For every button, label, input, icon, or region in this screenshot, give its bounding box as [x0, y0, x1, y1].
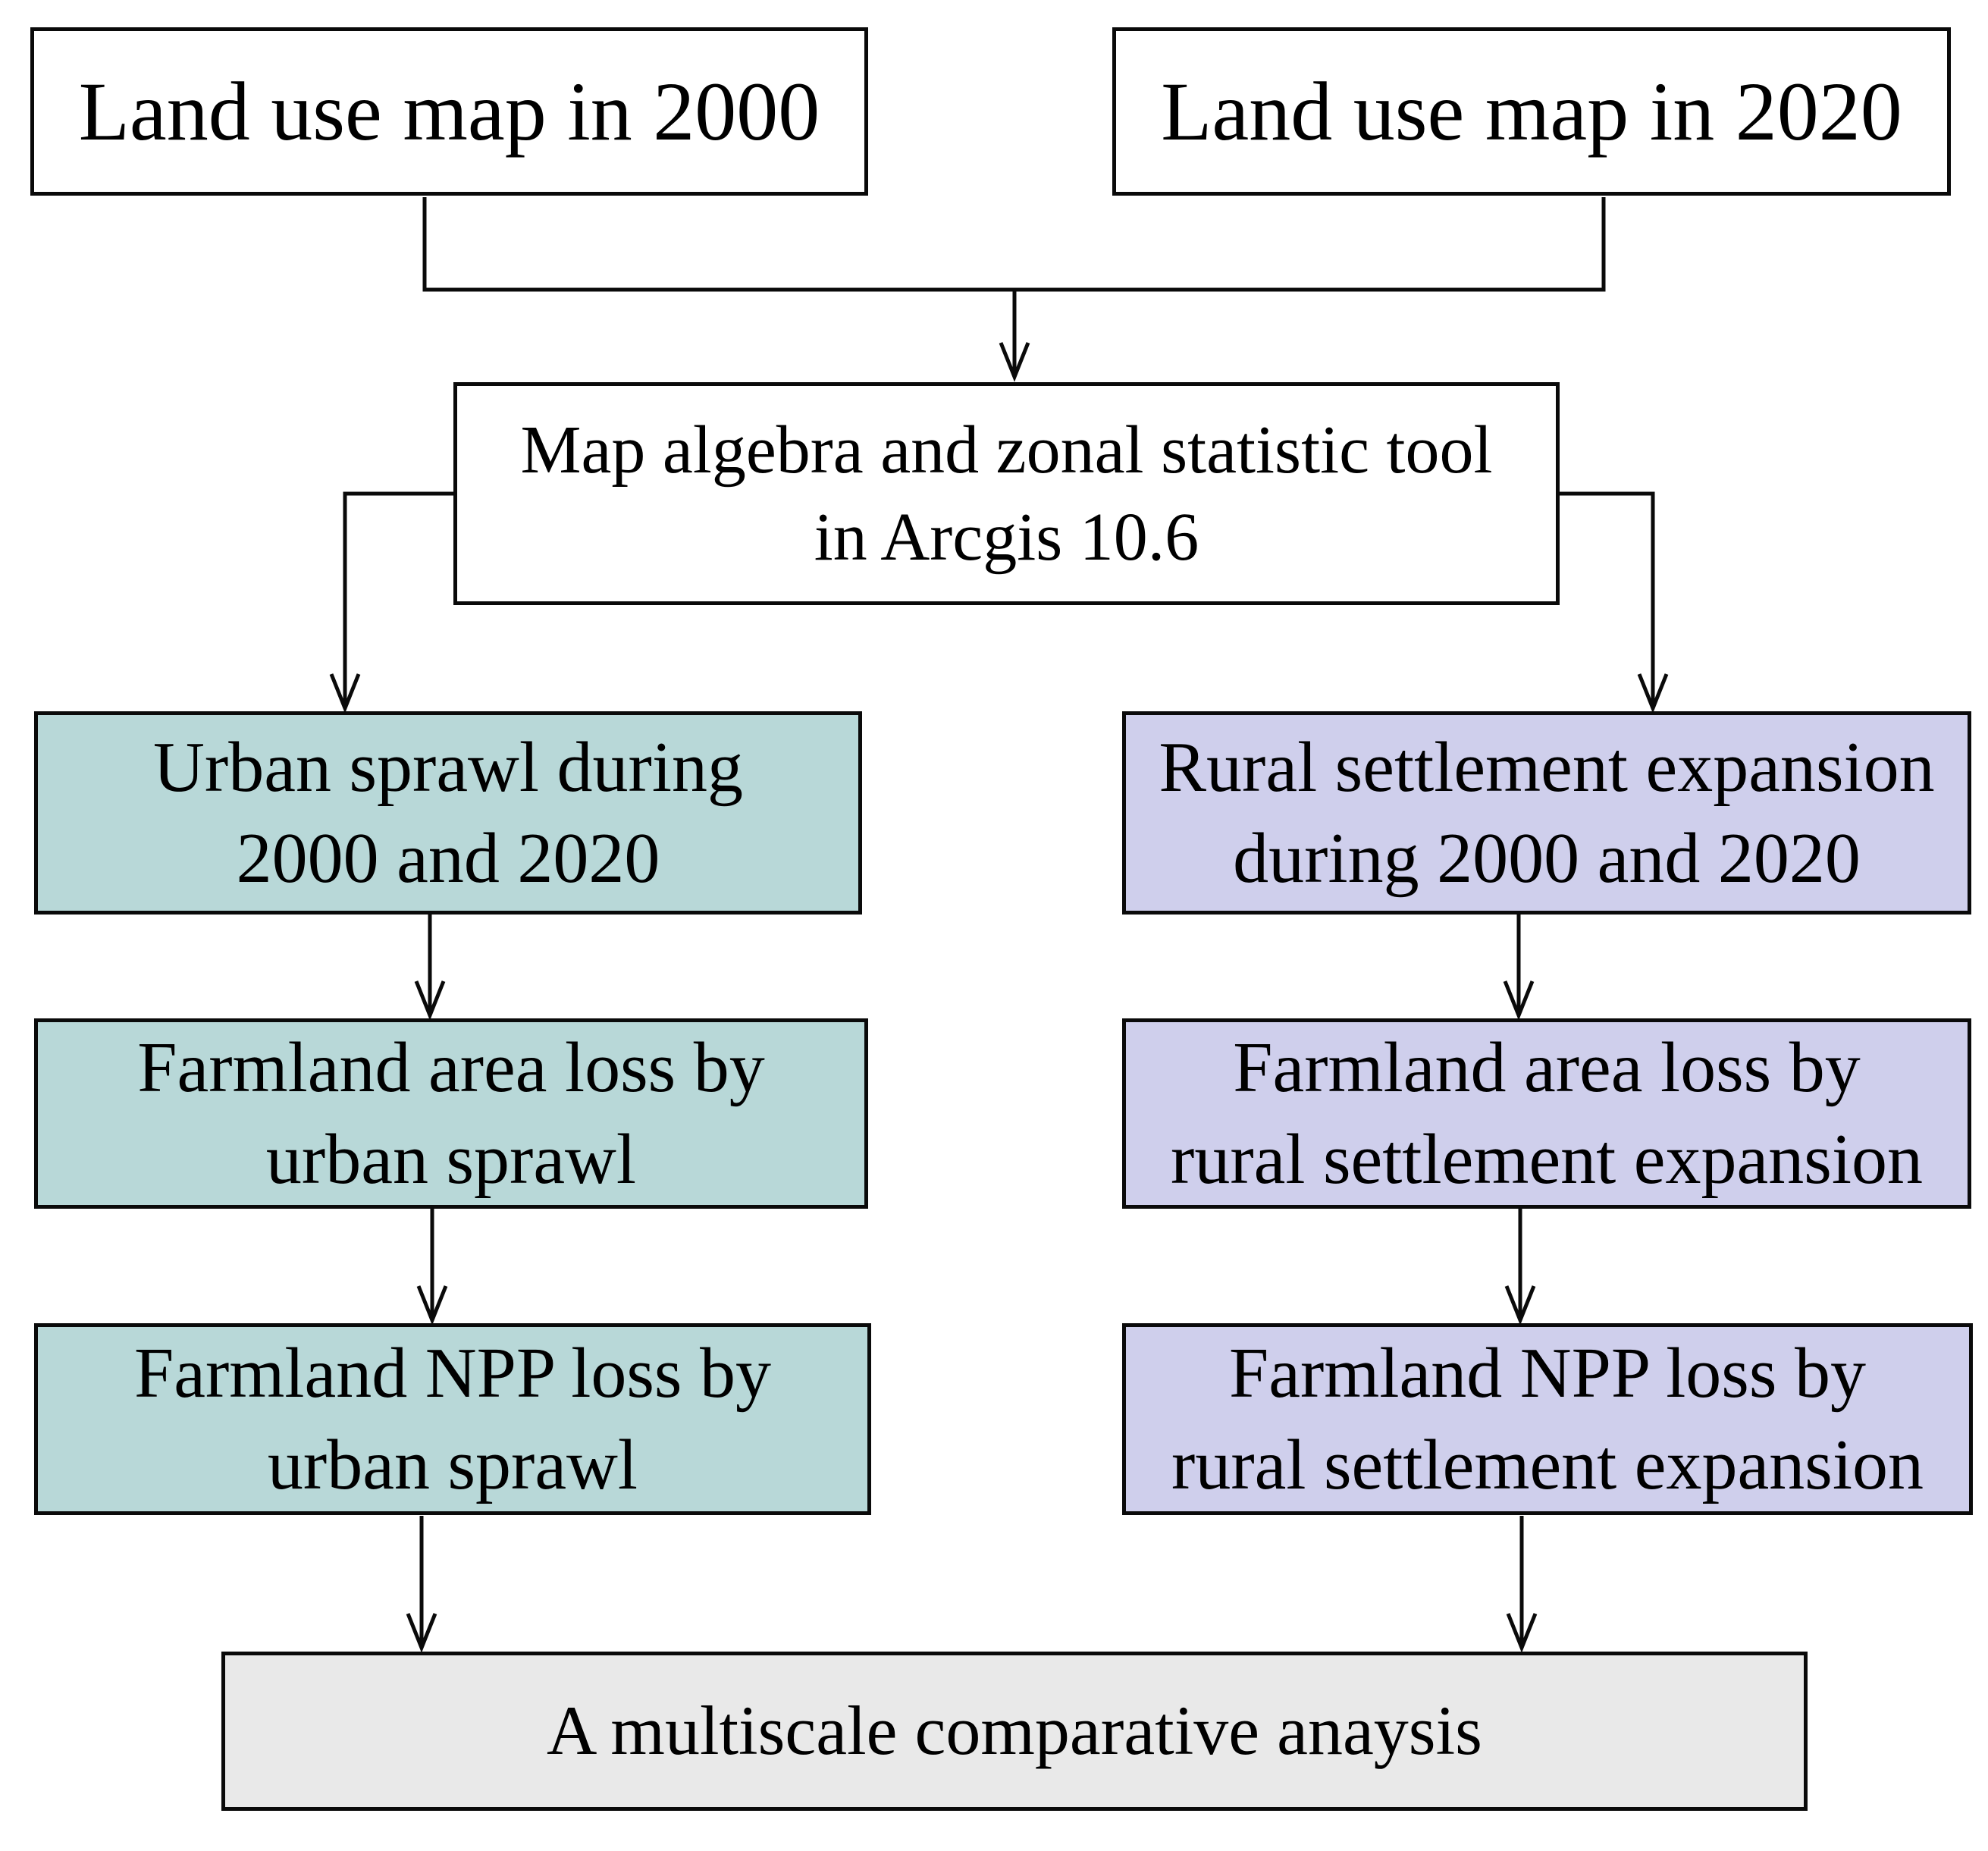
node-rural-settlement-expansion: Rural settlement expansion during 2000 a…	[1122, 711, 1971, 915]
node-farmland-area-loss-rural-expansion: Farmland area loss by rural settlement e…	[1122, 1018, 1971, 1209]
node-land-use-map-2000: Land use map in 2000	[30, 27, 868, 196]
node-multiscale-comparative-analysis: A multiscale comparative anaysis	[221, 1652, 1808, 1811]
edge-arealoss-to-npp-rural-arrowhead	[1504, 1285, 1536, 1326]
edge-merge-to-tool-arrowhead	[999, 342, 1030, 382]
edge-tool-to-urban-line	[343, 491, 455, 704]
edge-arealoss-to-npp-urban-arrowhead	[416, 1285, 448, 1326]
node-urban-sprawl: Urban sprawl during 2000 and 2020	[34, 711, 862, 915]
node-farmland-npp-loss-rural-expansion: Farmland NPP loss by rural settlement ex…	[1122, 1323, 1973, 1515]
edge-tool-to-rural-line	[1558, 491, 1655, 704]
node-land-use-map-2020: Land use map in 2020	[1112, 27, 1951, 196]
node-map-algebra-zonal-statistic-tool: Map algebra and zonal statistic tool in …	[453, 382, 1560, 605]
edge-rural-to-arealoss-arrowhead	[1503, 980, 1535, 1021]
edge-tool-to-rural-arrowhead	[1637, 673, 1669, 714]
edge-npp-urban-to-analysis-arrowhead	[406, 1613, 437, 1653]
edge-tool-to-urban-arrowhead	[329, 673, 361, 714]
edge-npp-rural-to-analysis-arrowhead	[1506, 1613, 1538, 1653]
edge-sources-merge-line	[422, 197, 1606, 292]
node-farmland-area-loss-urban-sprawl: Farmland area loss by urban sprawl	[34, 1018, 868, 1209]
edge-urban-to-arealoss-arrowhead	[414, 980, 446, 1021]
node-farmland-npp-loss-urban-sprawl: Farmland NPP loss by urban sprawl	[34, 1323, 871, 1515]
